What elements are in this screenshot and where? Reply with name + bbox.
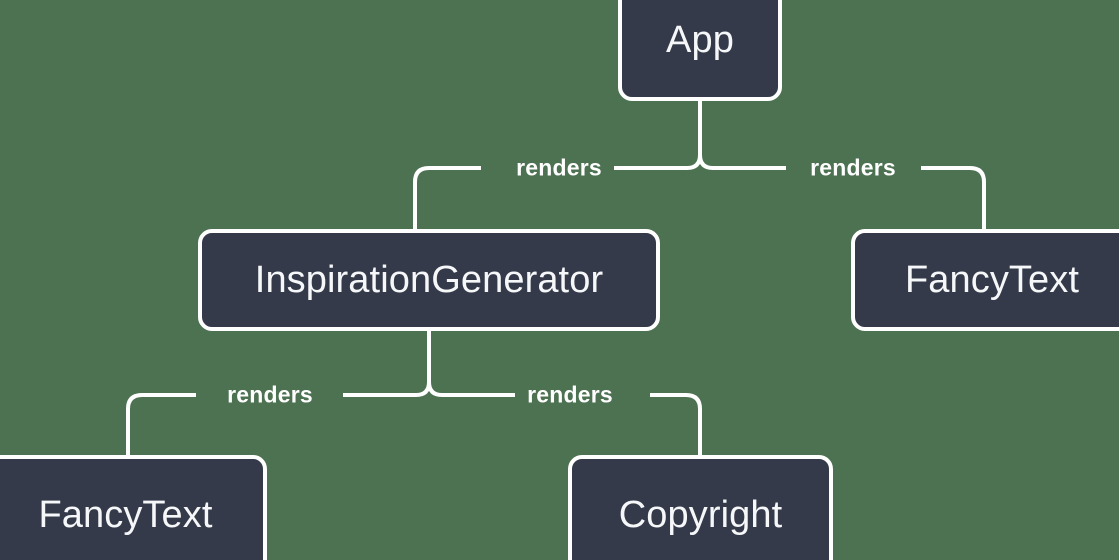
node-app[interactable]: App (618, 0, 782, 101)
node-fancytext-left-label: FancyText (38, 494, 213, 536)
edge-app-to-inspgen-bus (413, 166, 481, 229)
edge-label-app-to-inspiration-generator: renders (516, 154, 602, 181)
node-app-label: App (666, 18, 734, 61)
node-fancytext-right[interactable]: FancyText (851, 229, 1119, 331)
edge-label-app-to-fancytext-right: renders (810, 154, 896, 181)
node-fancytext-left[interactable]: FancyText (0, 455, 267, 560)
edge-label-inspiration-generator-to-fancytext-left: renders (227, 381, 313, 408)
edge-app-to-fancyright-bus (921, 166, 986, 229)
edge-inspgen-to-fancyleft-bus (126, 393, 196, 455)
node-fancytext-right-label: FancyText (904, 259, 1080, 301)
node-copyright-label: Copyright (618, 494, 783, 536)
edge-junction2-left (343, 381, 431, 397)
edge-label-inspiration-generator-to-copyright: renders (527, 381, 613, 408)
edge-junction-left (614, 154, 702, 170)
node-copyright[interactable]: Copyright (568, 455, 833, 560)
node-inspiration-generator-label: InspirationGenerator (254, 259, 604, 301)
edge-inspgen-to-copyright-bus (650, 393, 702, 455)
node-inspiration-generator[interactable]: InspirationGenerator (198, 229, 660, 331)
edge-junction-right (698, 154, 786, 170)
edge-junction2-right (427, 381, 515, 397)
